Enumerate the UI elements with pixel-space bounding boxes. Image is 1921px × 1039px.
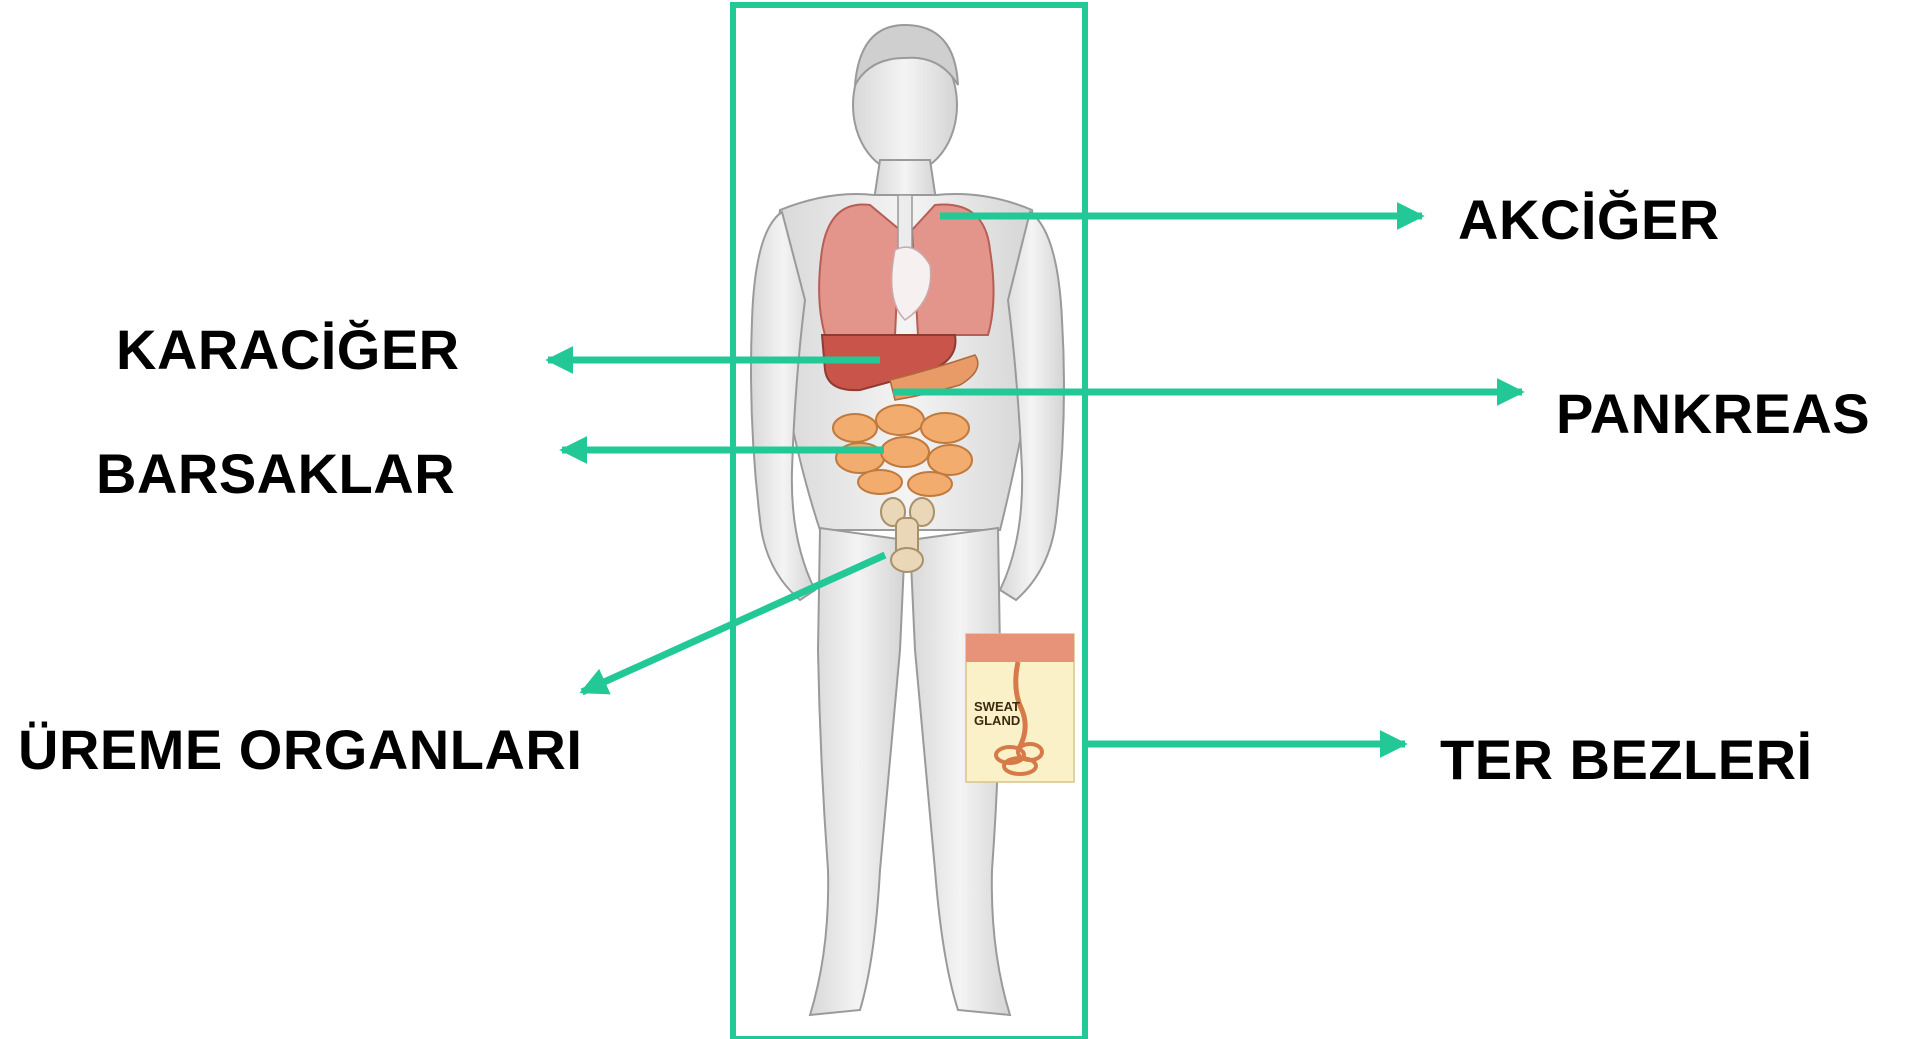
trachea	[898, 195, 912, 250]
left-leg	[810, 528, 905, 1015]
label-ter-bezleri: TER BEZLERİ	[1440, 732, 1813, 788]
inset-line-1: SWEAT	[974, 700, 1020, 714]
label-ureme-organlari: ÜREME ORGANLARI	[18, 722, 582, 778]
sweat-gland-inset-label: SWEAT GLAND	[974, 700, 1020, 728]
left-lung	[819, 205, 900, 335]
inset-line-2: GLAND	[974, 714, 1020, 728]
label-akciger: AKCİĞER	[1458, 192, 1720, 248]
label-barsaklar: BARSAKLAR	[96, 446, 455, 502]
label-pankreas: PANKREAS	[1556, 386, 1870, 442]
label-karaciger: KARACİĞER	[116, 322, 460, 378]
